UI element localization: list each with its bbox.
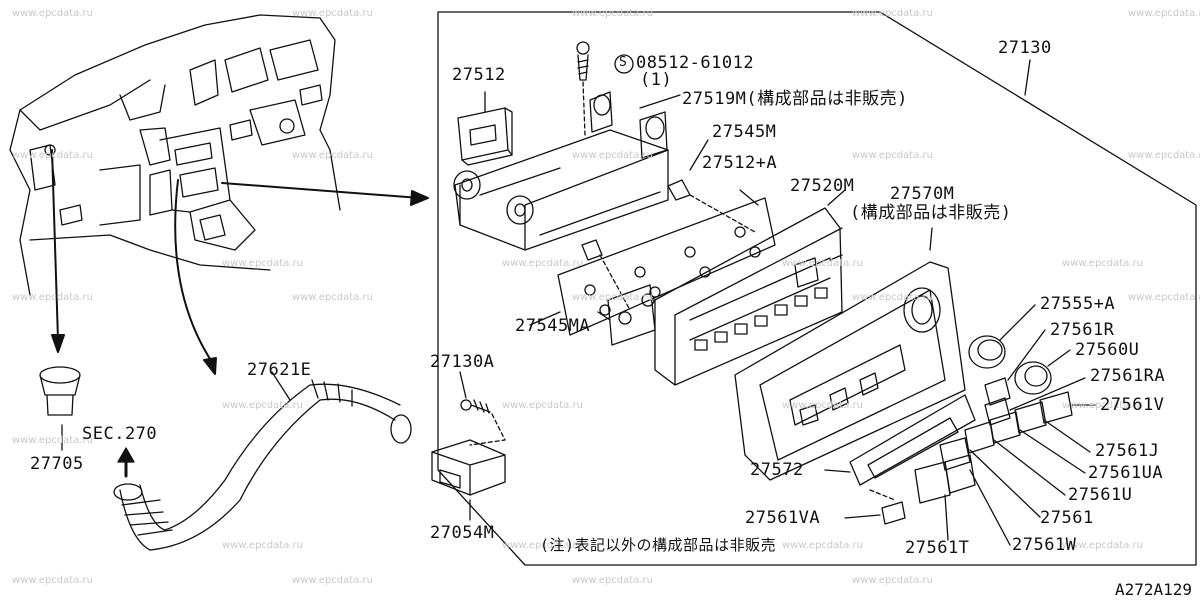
watermark: www.epcdata.ru xyxy=(292,8,373,19)
label-leaders xyxy=(529,59,1031,326)
watermark: www.epcdata.ru xyxy=(292,292,373,303)
watermark: www.epcdata.ru xyxy=(1128,292,1200,303)
watermark: www.epcdata.ru xyxy=(1062,540,1143,551)
label-27555a: 27555+A xyxy=(1040,294,1116,314)
watermark: www.epcdata.ru xyxy=(292,575,373,586)
clip-27705-shape xyxy=(39,366,81,451)
label-s-symbol: S xyxy=(619,55,628,70)
label-27570m-note: (構成部品は非販売) xyxy=(850,203,1012,223)
watermark: www.epcdata.ru xyxy=(852,575,933,586)
housing-27520m-shape xyxy=(654,189,846,386)
watermark: www.epcdata.ru xyxy=(782,258,863,269)
label-27570m: 27570M xyxy=(890,184,955,204)
label-08512-61012: 08512-61012 xyxy=(636,53,755,73)
watermark: www.epcdata.ru xyxy=(572,150,653,161)
watermark: www.epcdata.ru xyxy=(292,150,373,161)
bracket-27519m-shape xyxy=(453,91,681,251)
label-27561r: 27561R xyxy=(1050,320,1115,340)
watermark: www.epcdata.ru xyxy=(1062,258,1143,269)
label-27545m: 27545M xyxy=(712,122,777,142)
watermark: www.epcdata.ru xyxy=(12,150,93,161)
label-27512: 27512 xyxy=(452,65,506,85)
label-27561u: 27561U xyxy=(1068,485,1133,505)
footnote: (注)表記以外の構成部品は非販売 xyxy=(540,536,777,554)
watermark: www.epcdata.ru xyxy=(502,540,583,551)
label-27130: 27130 xyxy=(998,38,1052,58)
button-27561va-shape xyxy=(844,501,906,525)
label-27572: 27572 xyxy=(750,460,804,480)
label-sec270: SEC.270 xyxy=(82,424,158,444)
label-27561va: 27561VA xyxy=(745,508,821,528)
watermark: www.epcdata.ru xyxy=(852,150,933,161)
watermark: www.epcdata.ru xyxy=(782,540,863,551)
assembly-boundary xyxy=(437,11,1197,566)
label-27130a: 27130A xyxy=(430,352,495,372)
leader-arrows xyxy=(51,149,429,375)
screw-27130a-shape xyxy=(459,371,506,446)
watermark: www.epcdata.ru xyxy=(12,435,93,446)
label-08512-qty: (1) xyxy=(640,70,673,90)
knob-27555a-shape xyxy=(968,304,1036,369)
watermark: www.epcdata.ru xyxy=(1128,8,1200,19)
panel-27570m-shape xyxy=(734,227,966,481)
watermark: www.epcdata.ru xyxy=(502,258,583,269)
watermark: www.epcdata.ru xyxy=(1128,150,1200,161)
watermark: www.epcdata.ru xyxy=(1062,400,1143,411)
label-27561ra: 27561RA xyxy=(1090,366,1166,386)
hose-27621e-shape xyxy=(113,371,412,551)
button-27561r-shape xyxy=(984,329,1086,426)
watermark: www.epcdata.ru xyxy=(222,540,303,551)
sheet-27512a-shape xyxy=(557,189,776,336)
label-27705: 27705 xyxy=(30,454,84,474)
pad-27512-shape xyxy=(457,91,513,166)
watermark: www.epcdata.ru xyxy=(222,258,303,269)
knob-27560u-shape xyxy=(1014,349,1071,395)
frame-27572-shape xyxy=(824,394,976,501)
label-27512a: 27512+A xyxy=(702,153,778,173)
label-27561t: 27561T xyxy=(905,538,970,558)
screw-08512-shape xyxy=(576,41,634,136)
label-27561ua: 27561UA xyxy=(1088,463,1164,483)
watermark: www.epcdata.ru xyxy=(852,292,933,303)
watermark: www.epcdata.ru xyxy=(572,575,653,586)
watermark: www.epcdata.ru xyxy=(502,400,583,411)
label-27561j: 27561J xyxy=(1095,441,1160,461)
watermark: www.epcdata.ru xyxy=(12,292,93,303)
label-27560u: 27560U xyxy=(1075,340,1140,360)
watermark: www.epcdata.ru xyxy=(12,575,93,586)
label-27545ma: 27545MA xyxy=(515,316,591,336)
sec270-arrow xyxy=(117,447,135,478)
label-27561w: 27561W xyxy=(1012,535,1077,555)
connector-27054m-shape xyxy=(431,439,506,521)
label-27054m: 27054M xyxy=(430,523,495,543)
watermark: www.epcdata.ru xyxy=(572,292,653,303)
watermark: www.epcdata.ru xyxy=(12,8,93,19)
watermark: www.epcdata.ru xyxy=(782,400,863,411)
label-27519m: 27519M(構成部品は非販売) xyxy=(682,89,908,109)
label-27561: 27561 xyxy=(1040,508,1094,528)
label-27561v: 27561V xyxy=(1100,395,1165,415)
label-27621e: 27621E xyxy=(247,360,312,380)
drawing-code: A272A129 xyxy=(1114,580,1192,599)
button-row-shape xyxy=(914,391,1096,546)
watermark: www.epcdata.ru xyxy=(222,400,303,411)
label-27520m: 27520M xyxy=(790,176,855,196)
watermark: www.epcdata.ru xyxy=(572,8,653,19)
watermark: www.epcdata.ru xyxy=(852,8,933,19)
dashboard-drawing xyxy=(9,14,341,296)
